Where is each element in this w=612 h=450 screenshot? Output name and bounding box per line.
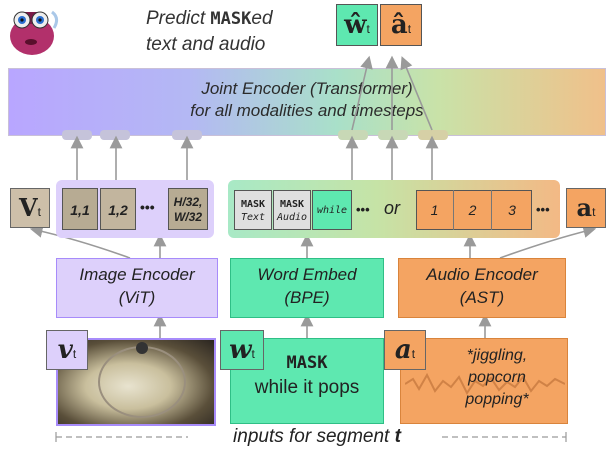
at-token: at: [566, 188, 606, 228]
audio-token: 1: [416, 190, 454, 230]
audio-waveform: [405, 372, 565, 395]
video-patch-token: 1,2: [100, 188, 136, 230]
joint-encoder-box: Joint Encoder (Transformer) for all moda…: [8, 68, 606, 136]
footer-caption: inputs for segment t: [233, 426, 401, 447]
audio-token-strip: [416, 190, 532, 230]
audio-ellipsis: •••: [536, 202, 550, 217]
audio-token: 3: [508, 202, 516, 218]
audio-input-box: *jiggling, popcorn popping*: [400, 338, 568, 424]
or-label: or: [384, 198, 401, 218]
audio-encoder-box: Audio Encoder(AST): [398, 258, 566, 318]
vt-token: Vt: [10, 188, 50, 228]
predicted-text-token: ŵt: [336, 4, 378, 46]
audio-caption: *jiggling, popcorn popping*: [465, 347, 529, 408]
video-input-label: vt: [46, 330, 88, 370]
word-embed-box: Word Embed(BPE): [230, 258, 384, 318]
predicted-audio-token: ât: [380, 4, 422, 46]
mascot-logo: [10, 10, 59, 55]
image-encoder-box: Image Encoder(ViT): [56, 258, 218, 318]
video-patch-token: H/32, W/32: [168, 188, 208, 230]
video-patch-token: 1,1: [62, 188, 98, 230]
header-title: Predict MASKed text and audio: [146, 8, 273, 55]
audio-token: 2: [454, 190, 492, 230]
text-ellipsis: •••: [356, 202, 370, 217]
joint-encoder-subtitle: for all modalities and timesteps: [190, 101, 424, 120]
word-token: while: [312, 190, 352, 230]
video-ellipsis: •••: [140, 199, 155, 215]
pot-lid: [98, 346, 186, 418]
text-input-label: wt: [220, 330, 264, 370]
pot-handle: [136, 342, 148, 354]
audio-input-label: at: [384, 330, 426, 370]
